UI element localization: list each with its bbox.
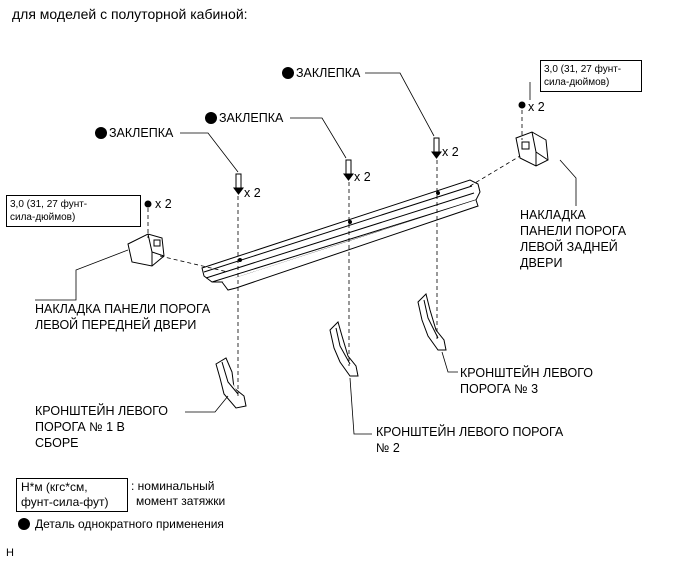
figure-code: H — [6, 547, 14, 559]
bracket-3-drawing — [417, 293, 447, 351]
rear-cover-label-4: ДВЕРИ — [520, 256, 563, 270]
bracket-3-label-1: КРОНШТЕЙН ЛЕВОГО — [460, 366, 593, 380]
rivet-label: ЗАКЛЕПКА — [219, 111, 284, 125]
leader-lines — [35, 72, 577, 435]
legend-torque-box: Н*м (кгс*см, фунт-сила-фут) — [16, 478, 128, 512]
rivet-bullets — [95, 67, 294, 139]
bracket-1-label-2: ПОРОГА № 1 В — [35, 420, 125, 434]
front-cover-label-1: НАКЛАДКА ПАНЕЛИ ПОРОГА — [35, 302, 211, 316]
rivet-qty: x 2 — [442, 145, 459, 159]
assembly-guide-lines — [147, 110, 523, 396]
rivet-label: ЗАКЛЕПКА — [296, 66, 361, 80]
torque-box-right: 3,0 (31, 27 фунт- сила-дюймов) — [540, 60, 642, 92]
screw-qty: x 2 — [528, 100, 545, 114]
rear-cover-label-3: ЛЕВОЙ ЗАДНЕЙ — [520, 240, 618, 254]
bracket-1-label-1: КРОНШТЕЙН ЛЕВОГО — [35, 404, 168, 418]
rocker-panel-drawing — [201, 179, 481, 291]
bracket-1-drawing — [215, 357, 247, 409]
bracket-2-label-2: № 2 — [376, 441, 400, 455]
legend-torque-desc-2: момент затяжки — [136, 494, 226, 508]
rivet-label: ЗАКЛЕПКА — [109, 126, 174, 140]
rear-cover-label-1: НАКЛАДКА — [520, 208, 586, 222]
bracket-2-label-1: КРОНШТЕЙН ЛЕВОГО ПОРОГА — [376, 425, 564, 439]
legend-torque-line1: Н*м (кгс*см, — [21, 480, 88, 494]
rivet-drawings — [144, 101, 526, 208]
rear-cover-label-2: ПАНЕЛИ ПОРОГА — [520, 224, 627, 238]
torque-value: 3,0 (31, 27 фунт- — [544, 64, 622, 75]
legend-torque-line2: фунт-сила-фут) — [21, 495, 109, 509]
bracket-3-label-2: ПОРОГА № 3 — [460, 382, 539, 396]
legend-torque-desc-1: : номинальный — [131, 479, 215, 493]
rear-cover-drawing — [515, 131, 549, 167]
bracket-1-label-3: СБОРЕ — [35, 436, 79, 450]
torque-unit: сила-дюймов) — [544, 77, 610, 88]
rivet-qty: x 2 — [244, 186, 261, 200]
torque-unit: сила-дюймов) — [10, 212, 76, 223]
torque-qty-left: x 2 — [155, 197, 172, 211]
legend-non-reusable: Деталь однократного применения — [35, 517, 224, 531]
torque-box-left: 3,0 (31, 27 фунт- сила-дюймов) — [6, 195, 141, 227]
page-title: для моделей с полуторной кабиной: — [12, 6, 248, 22]
rivet-qty: x 2 — [354, 170, 371, 184]
front-cover-drawing — [127, 233, 165, 267]
front-cover-label-2: ЛЕВОЙ ПЕРЕДНЕЙ ДВЕРИ — [35, 318, 197, 332]
bracket-2-drawing — [329, 321, 359, 377]
torque-value: 3,0 (31, 27 фунт- — [10, 199, 88, 210]
